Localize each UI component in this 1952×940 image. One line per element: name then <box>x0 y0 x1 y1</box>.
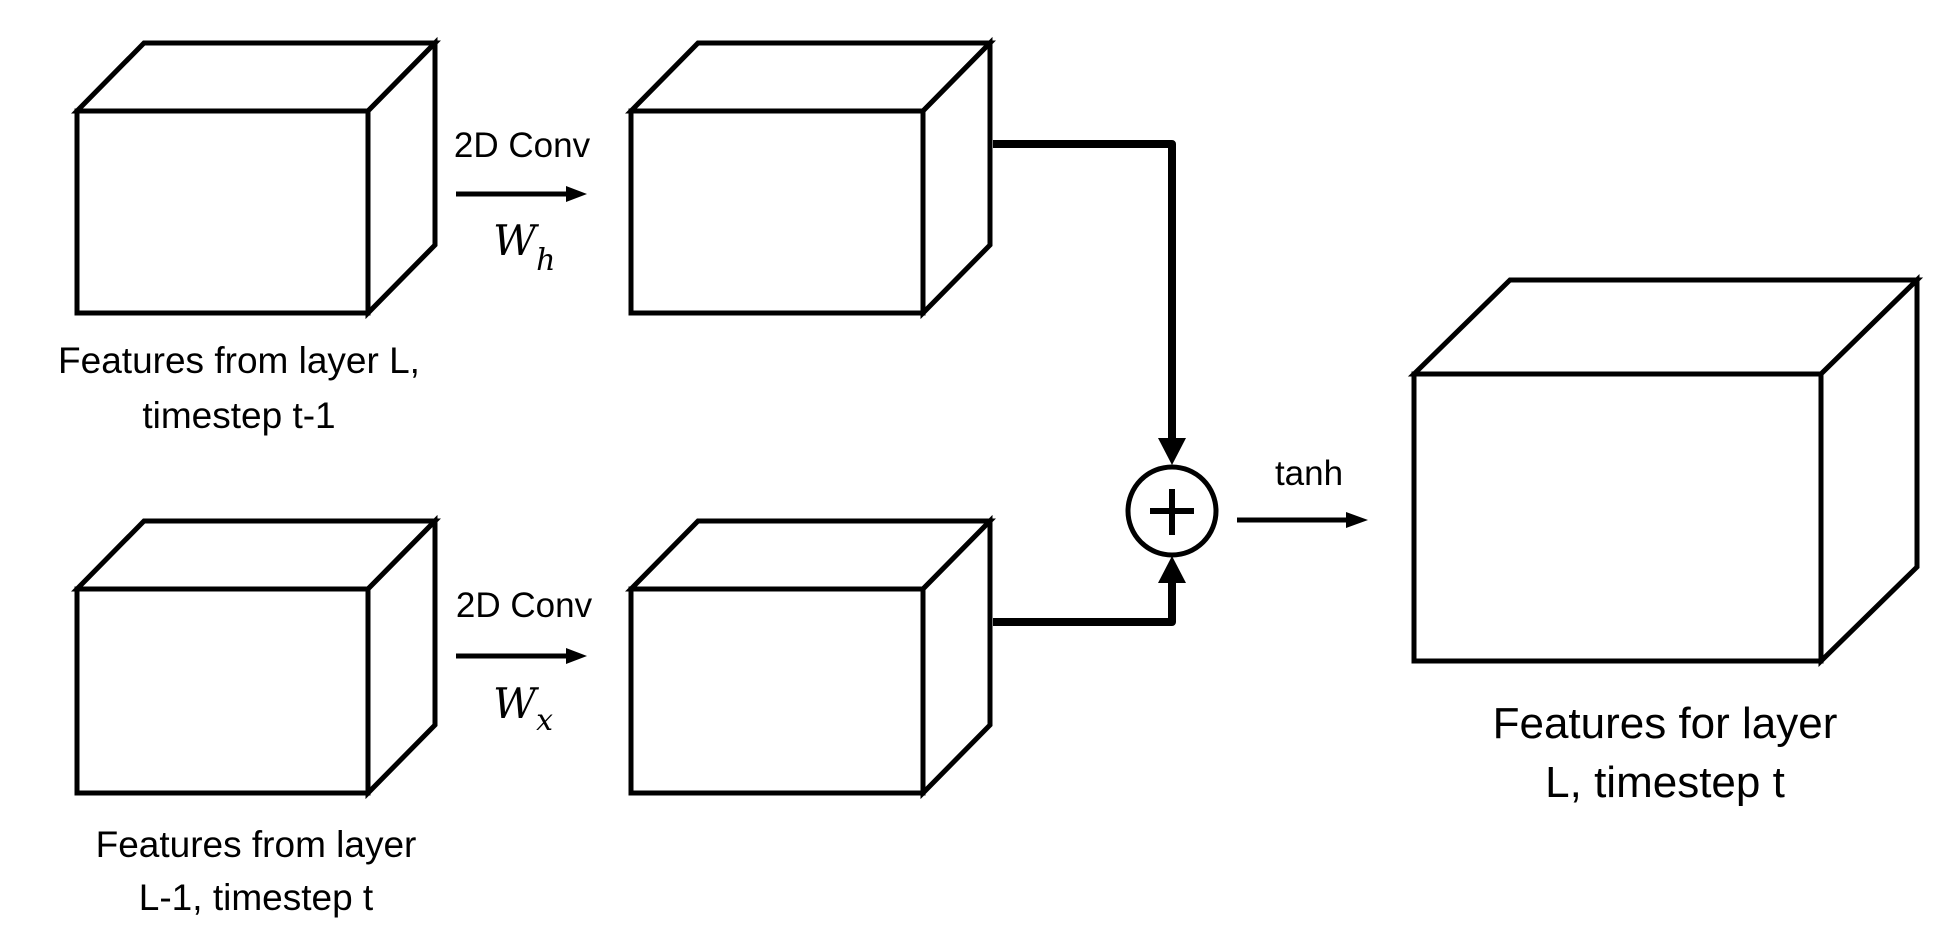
top-conv-label: 2D Conv <box>454 126 591 165</box>
hidden-conv-output-cube <box>625 36 996 320</box>
output-features-cube <box>1407 274 1924 667</box>
input-lower-label-line1: Features from layer <box>96 824 417 865</box>
weight-subscript: x <box>536 703 553 738</box>
bottom-conv-weight: Wx <box>493 679 553 738</box>
top-conv-arrow <box>456 186 587 202</box>
input-hidden-label-line2: timestep t-1 <box>142 395 335 436</box>
hidden-to-sum-connector <box>993 140 1186 465</box>
lower-to-sum-connector <box>993 556 1186 626</box>
tanh-arrow <box>1237 512 1368 528</box>
output-label-line2: L, timestep t <box>1545 758 1785 807</box>
input-hidden-label-line1: Features from layer L, <box>58 340 420 381</box>
cube-front-face <box>628 108 926 316</box>
input-lower-features-cube <box>71 514 441 800</box>
input-lower-label-line2: L-1, timestep t <box>139 877 374 918</box>
input-hidden-features-cube <box>71 36 441 320</box>
output-label-line1: Features for layer <box>1493 699 1838 748</box>
activation-label: tanh <box>1275 454 1343 493</box>
cube-front-face <box>74 586 371 796</box>
weight-symbol: W <box>493 216 540 265</box>
sum-node <box>1125 464 1219 558</box>
weight-symbol: W <box>493 679 540 728</box>
bottom-conv-label: 2D Conv <box>456 586 593 625</box>
weight-subscript: h <box>536 243 555 278</box>
cube-front-face <box>628 586 926 796</box>
top-conv-weight: Wh <box>493 216 556 278</box>
cube-front-face <box>1411 371 1824 664</box>
bottom-conv-arrow <box>456 648 587 664</box>
lower-conv-output-cube <box>625 514 996 800</box>
cube-front-face <box>74 108 371 316</box>
